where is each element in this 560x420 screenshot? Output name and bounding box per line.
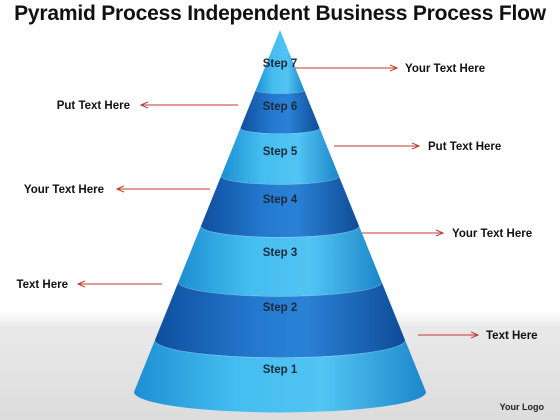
step-label-3: Step 3 [263,247,298,259]
pyramid-band-step-2 [154,282,406,358]
pyramid-band-step-6 [240,90,320,134]
logo-text: Your Logo [499,402,544,412]
step-label-1: Step 1 [263,364,298,376]
callout-text: Put Text Here [57,100,130,112]
step-label-4: Step 4 [263,194,298,206]
pyramid-band-step-4 [200,176,360,238]
step-label-5: Step 5 [263,146,298,158]
step-label-2: Step 2 [263,302,298,314]
pyramid-band-step-1 [134,340,426,413]
pyramid-band-step-7 [255,30,305,94]
callout-text: Your Text Here [405,63,485,75]
callout-text: Your Text Here [24,184,104,196]
callout-text: Text Here [486,330,538,342]
page-title: Pyramid Process Independent Business Pro… [14,2,546,25]
step-label-7: Step 7 [263,58,298,70]
band-rim-highlight [200,225,360,238]
pyramid-bands: Step 1 Step 2 Step 3 Step 4 Step 5 Step 6 Step… [134,30,426,413]
callout-text: Put Text Here [428,141,501,153]
step-label-6: Step 6 [263,101,298,113]
pyramid-band-step-3 [178,226,382,297]
pyramid-band-step-5 [221,128,339,185]
callout-text: Text Here [16,279,68,291]
callout-text: Your Text Here [452,228,532,240]
